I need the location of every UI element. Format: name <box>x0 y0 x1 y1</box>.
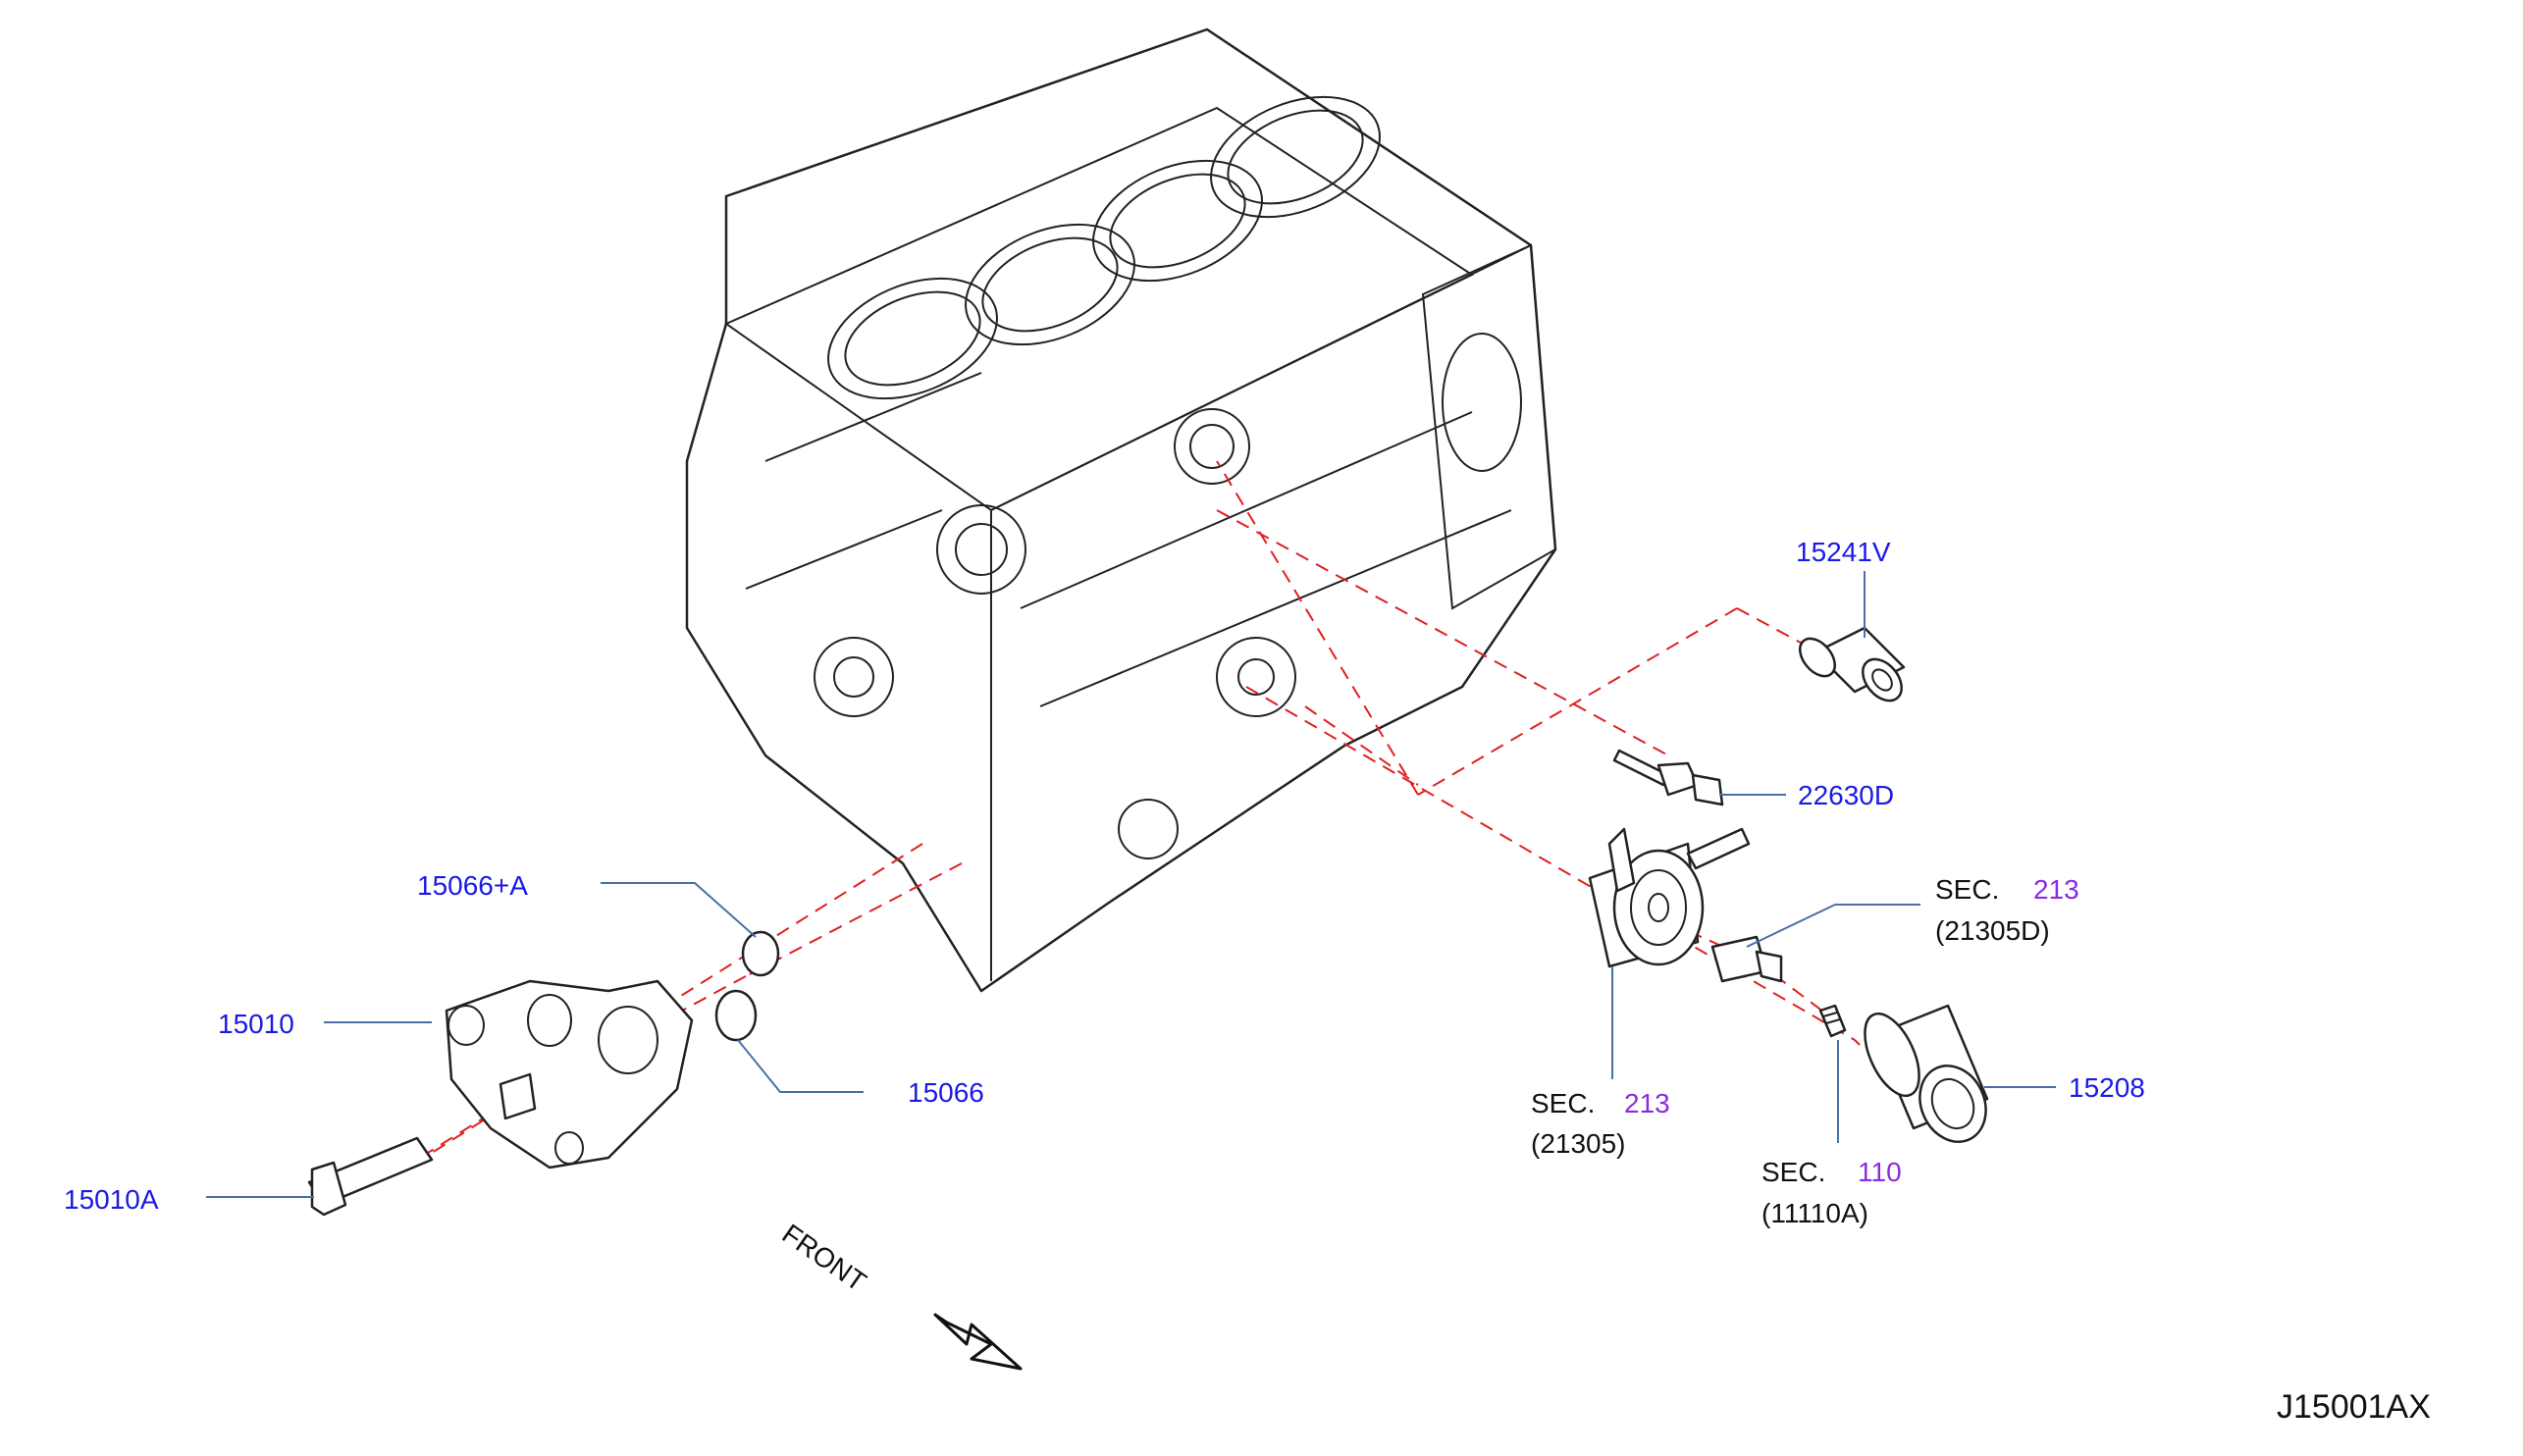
part-oil-cooler[interactable] <box>1588 827 1751 968</box>
part-21305d-connector[interactable] <box>1710 935 1783 983</box>
label-sec-213-lower-number: 213 <box>1624 1088 1670 1118</box>
leader-lines <box>206 571 2056 1198</box>
part-15208-oil-filter[interactable] <box>1854 1004 1998 1153</box>
label-15241v: 15241V <box>1796 537 1891 567</box>
label-sec-213-upper-part: (21305D) <box>1935 915 2050 946</box>
label-15010a: 15010A <box>64 1184 159 1215</box>
label-15066: 15066 <box>908 1077 984 1108</box>
part-15066-o-ring[interactable] <box>714 989 758 1042</box>
label-22630d: 22630D <box>1798 780 1894 810</box>
part-11110a-stud[interactable] <box>1818 1004 1847 1038</box>
label-sec-213-upper-number: 213 <box>2033 874 2079 905</box>
label-15208: 15208 <box>2069 1072 2145 1103</box>
label-15066a: 15066+A <box>417 870 528 901</box>
part-15010-oil-pump[interactable] <box>445 979 694 1170</box>
label-sec-110-part: (11110A) <box>1761 1198 1868 1228</box>
part-22630d-sensor[interactable] <box>1612 749 1724 806</box>
label-sec-110-prefix: SEC. <box>1761 1157 1825 1187</box>
cylinder-block-illustration <box>685 27 1557 993</box>
label-15010: 15010 <box>218 1009 294 1039</box>
label-sec-110-number: 110 <box>1858 1157 1902 1187</box>
diagram-id: J15001AX <box>2277 1388 2431 1426</box>
front-arrow-icon <box>933 1313 1023 1371</box>
front-label: FRONT <box>777 1219 872 1298</box>
label-sec-213-lower-prefix: SEC. <box>1531 1088 1595 1118</box>
label-sec-213-lower-part: (21305) <box>1531 1128 1626 1159</box>
label-sec-213-upper-prefix: SEC. <box>1935 874 1999 905</box>
part-15010a-bolt[interactable] <box>307 1136 434 1217</box>
part-15066a-o-ring[interactable] <box>741 930 780 977</box>
part-15241v-sleeve[interactable] <box>1793 626 1910 708</box>
